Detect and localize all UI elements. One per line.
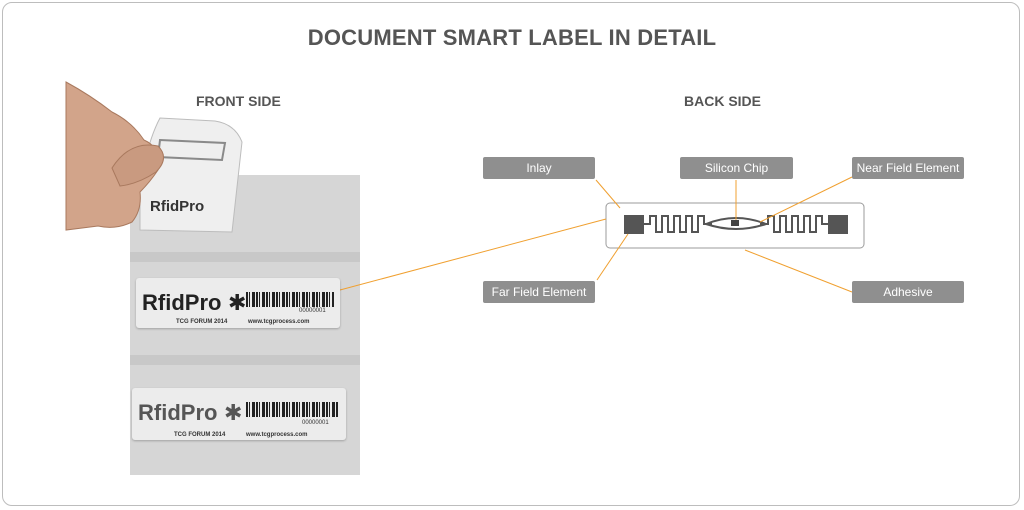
callout-far-field: Far Field Element xyxy=(483,281,595,303)
callout-silicon-chip: Silicon Chip xyxy=(680,157,793,179)
callout-adhesive: Adhesive xyxy=(852,281,964,303)
far-field-pad-left xyxy=(624,215,644,234)
label-brand: RfidPro xyxy=(142,290,222,315)
page-title: DOCUMENT SMART LABEL IN DETAIL xyxy=(307,25,717,50)
back-side-heading: BACK SIDE xyxy=(684,93,762,109)
peeled-label-brand: RfidPro xyxy=(150,198,205,215)
label-brand: RfidPro xyxy=(138,400,218,425)
leader-near xyxy=(759,176,853,223)
near-field-loop xyxy=(703,217,769,230)
label-url: www.tcgprocess.com xyxy=(246,432,308,438)
label-event: TCG FORUM 2014 xyxy=(176,319,228,325)
callout-near-field: Near Field Element xyxy=(852,157,964,179)
label-serial: 00000001 xyxy=(302,420,329,426)
far-field-pad-right xyxy=(828,215,848,234)
barcode xyxy=(246,292,334,307)
thumb xyxy=(111,144,164,187)
antenna-right xyxy=(760,215,828,233)
front-side-heading: FRONT SIDE xyxy=(196,93,281,109)
leader-far xyxy=(596,233,629,281)
front-label-2: RfidPro ✱ TCG FORUM 2014 www.tcgprocess.… xyxy=(132,388,346,440)
label-url: www.tcgprocess.com xyxy=(248,319,310,325)
asterisk-icon: ✱ xyxy=(224,400,243,425)
leader-front-to-back xyxy=(339,218,607,291)
front-label-1: RfidPro ✱ TCG FORUM 2014 www.tcgprocess.… xyxy=(136,278,340,328)
label-serial: 00000001 xyxy=(299,308,326,314)
asterisk-icon: ✱ xyxy=(228,290,247,315)
antenna-left xyxy=(644,215,712,233)
barcode xyxy=(246,402,338,417)
sheet-band-2 xyxy=(130,355,360,365)
callout-inlay: Inlay xyxy=(483,157,595,179)
sheet-band-1 xyxy=(130,252,360,262)
leader-inlay xyxy=(595,179,621,209)
leader-adhesive xyxy=(744,249,853,293)
silicon-chip xyxy=(731,220,739,226)
label-event: TCG FORUM 2014 xyxy=(174,432,226,438)
